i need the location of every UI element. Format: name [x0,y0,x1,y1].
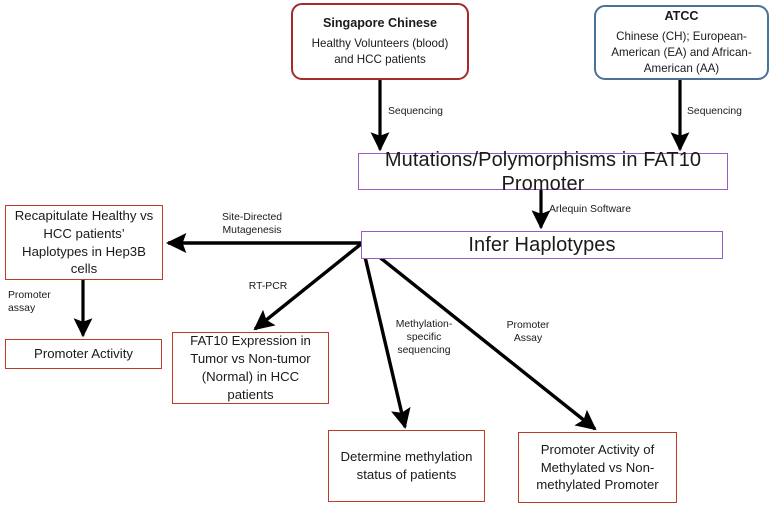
node-singapore-chinese-body: Healthy Volunteers (blood) and HCC patie… [311,36,449,66]
node-atcc[interactable]: ATCC Chinese (CH); European- American (E… [594,5,769,80]
node-atcc-title: ATCC [664,9,699,24]
edge-label-arlequin-software: Arlequin Software [549,204,632,215]
edge-label-promoter-assay-right: Promoter Assay [506,320,550,345]
node-methylated-promoter-activity[interactable]: Promoter Activity of Methylated vs Non- … [518,432,677,503]
node-methylation-status[interactable]: Determine methylation status of patients [328,430,485,502]
edge-label-site-directed-mutagenesis: Site-Directed Mutagenesis [221,212,283,237]
node-infer-haplotypes[interactable]: Infer Haplotypes [361,231,723,259]
edge-label-promoter-assay-left: Promoter assay [8,290,51,315]
node-fat10-expression-label: FAT10 Expression in Tumor vs Non-tumor (… [190,333,311,402]
node-atcc-body: Chinese (CH); European- American (EA) an… [611,29,752,75]
edge-label-methylation-specific-sequencing: Methylation- specific sequencing [395,319,453,357]
node-promoter-activity[interactable]: Promoter Activity [5,339,162,369]
edge-label-sequencing-singapore: Sequencing [388,106,443,117]
node-singapore-chinese[interactable]: Singapore Chinese Healthy Volunteers (bl… [291,3,469,80]
node-mutations-polymorphisms-label: Mutations/Polymorphisms in FAT10 Promote… [384,148,702,195]
node-infer-haplotypes-label: Infer Haplotypes [468,234,616,256]
node-promoter-activity-label: Promoter Activity [34,346,133,362]
node-fat10-expression[interactable]: FAT10 Expression in Tumor vs Non-tumor (… [172,332,329,404]
edge-label-rt-pcr: RT-PCR [248,281,288,292]
edge-label-sequencing-atcc: Sequencing [687,106,742,117]
node-methylated-promoter-activity-label: Promoter Activity of Methylated vs Non- … [536,441,659,493]
node-recapitulate-haplotypes[interactable]: Recapitulate Healthy vs HCC patients’ Ha… [5,205,163,280]
node-methylation-status-label: Determine methylation status of patients [340,449,473,482]
node-recapitulate-haplotypes-label: Recapitulate Healthy vs HCC patients’ Ha… [14,207,154,277]
node-mutations-polymorphisms[interactable]: Mutations/Polymorphisms in FAT10 Promote… [358,149,728,195]
node-singapore-chinese-title: Singapore Chinese [322,16,438,31]
